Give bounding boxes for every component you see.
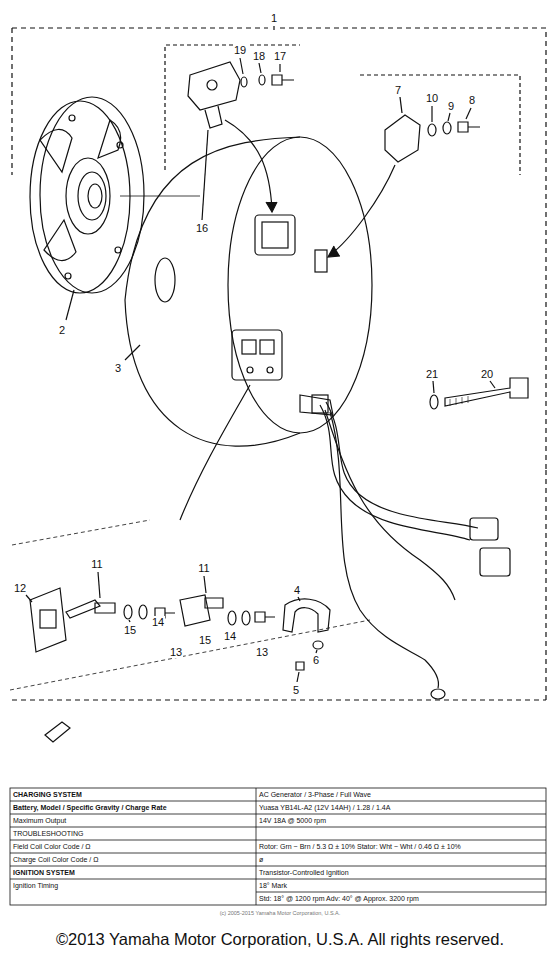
leader-line xyxy=(129,620,130,622)
callout-number: 6 xyxy=(312,654,320,666)
callout-number: 21 xyxy=(425,368,439,380)
table-cell: IGNITION SYSTEM xyxy=(13,869,75,877)
clamp-bracket xyxy=(283,599,330,670)
arrow-head xyxy=(266,202,277,212)
leader-line xyxy=(297,672,299,682)
terminal-bracket xyxy=(385,115,480,162)
leader-line xyxy=(448,113,450,121)
leader-line xyxy=(433,381,434,393)
brush-holder-lower xyxy=(30,588,275,652)
callout-number: 7 xyxy=(394,84,402,96)
callout-number: 14 xyxy=(223,630,237,642)
leader-line xyxy=(259,63,261,73)
table-cell: Rotor: Grn ~ Brn / 5.3 Ω ± 10% Stator: W… xyxy=(259,843,461,851)
leader-line xyxy=(26,595,32,602)
assembly-arrow xyxy=(180,385,250,520)
leader-line xyxy=(204,576,206,593)
table-cell: Field Coil Color Code / Ω xyxy=(13,843,91,851)
leader-line xyxy=(298,597,300,601)
leader-line xyxy=(273,26,274,30)
callout-number: 10 xyxy=(425,92,439,104)
assembly-boundary xyxy=(12,28,546,700)
table-cell: CHARGING SYSTEM xyxy=(13,791,82,799)
table-cell: AC Generator / 3-Phase / Full Wave xyxy=(259,791,371,799)
copyright-note: (c) 2005-2015 Yamaha Motor Corporation, … xyxy=(220,910,341,916)
leader-line xyxy=(279,64,280,72)
leader-line xyxy=(466,108,471,119)
brush-holder-upper xyxy=(188,62,294,128)
callout-number: 9 xyxy=(447,100,455,112)
leader-line xyxy=(316,650,317,653)
wire-harness xyxy=(300,395,510,699)
callout-number: 15 xyxy=(198,634,212,646)
leader-line xyxy=(240,58,243,74)
table-cell: Std: 18° @ 1200 rpm Adv: 40° @ Approx. 3… xyxy=(259,895,419,903)
callout-number: 11 xyxy=(197,562,210,574)
callout-number: 13 xyxy=(255,646,269,658)
arrow-head xyxy=(328,246,340,257)
leader-line xyxy=(431,106,432,122)
callout-number: 2 xyxy=(58,324,66,336)
table-cell: Ignition Timing xyxy=(13,882,58,890)
table-cell: Maximum Output xyxy=(13,817,66,825)
direction-icon xyxy=(45,722,70,742)
callout-number: 20 xyxy=(480,368,494,380)
callout-number: 11 xyxy=(90,558,103,570)
leader-line xyxy=(98,572,100,598)
callout-number: 13 xyxy=(169,646,183,658)
leader-line xyxy=(400,97,402,113)
callout-number: 4 xyxy=(293,584,301,596)
callout-number: 14 xyxy=(151,616,165,628)
callout-number: 12 xyxy=(13,582,27,594)
callout-number: 16 xyxy=(195,222,209,234)
callout-number: 5 xyxy=(292,684,300,696)
spec-table xyxy=(10,788,546,905)
callout-number: 1 xyxy=(270,12,278,24)
table-cell: Yuasa YB14L-A2 (12V 14AH) / 1.28 / 1.4A xyxy=(259,804,390,812)
group-bracket xyxy=(165,45,520,175)
assembly-arrow xyxy=(330,165,395,255)
assembly-arrow xyxy=(225,120,272,210)
callout-number: 8 xyxy=(468,94,476,106)
table-cell: Transistor-Controlled Ignition xyxy=(259,869,349,877)
callout-number: 19 xyxy=(233,44,247,56)
callout-number: 3 xyxy=(114,362,122,374)
through-bolt xyxy=(430,378,528,409)
stator-housing xyxy=(125,137,372,446)
rotor xyxy=(30,97,200,293)
callout-number: 18 xyxy=(252,50,266,62)
callout-number: 15 xyxy=(123,624,137,636)
copyright-caption: ©2013 Yamaha Motor Corporation, U.S.A. A… xyxy=(56,930,504,948)
group-bracket xyxy=(10,520,370,690)
table-cell: Battery, Model / Specific Gravity / Char… xyxy=(13,804,167,812)
table-cell: TROUBLESHOOTING xyxy=(13,830,83,838)
callout-number: 17 xyxy=(273,50,287,62)
leader-line xyxy=(125,345,140,360)
table-cell: 18° Mark xyxy=(259,882,287,890)
table-cell: Charge Coil Color Code / Ω xyxy=(13,856,98,864)
table-cell: 14V 18A @ 5000 rpm xyxy=(259,817,326,825)
table-cell: ø xyxy=(259,856,263,864)
leader-line xyxy=(202,130,208,220)
leader-line xyxy=(66,290,74,320)
leader-line xyxy=(490,381,495,388)
